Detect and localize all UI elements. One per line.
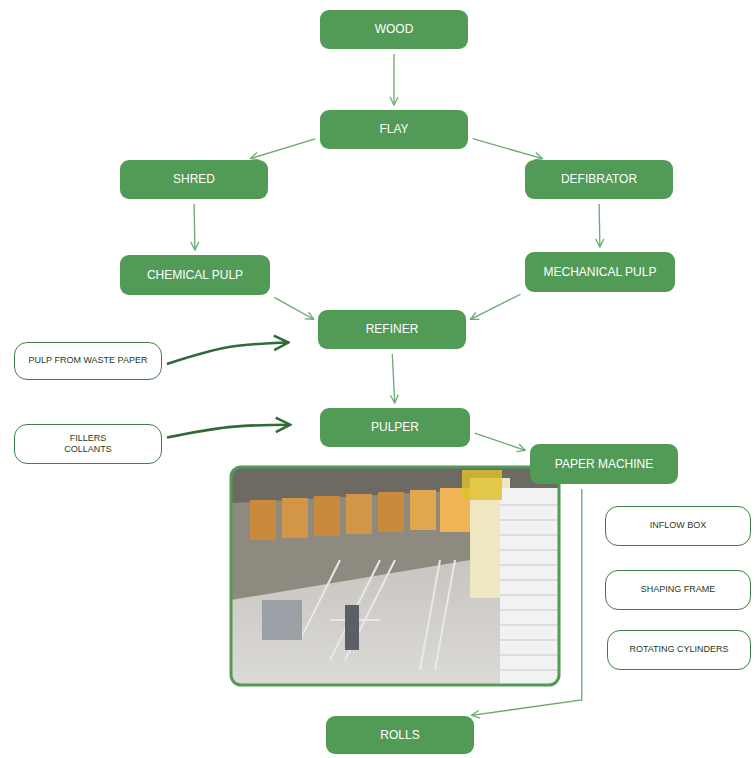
box-label: INFLOW BOX: [650, 520, 707, 531]
machine-body: [231, 490, 470, 600]
panel-stripes: [500, 505, 559, 670]
box-label: MECHANICAL PULP: [544, 265, 657, 280]
box-label: ROLLS: [380, 728, 419, 743]
process-box: DEFIBRATOR: [525, 160, 673, 199]
box-label: PULP FROM WASTE PAPER: [29, 355, 148, 366]
box-label: WOOD: [375, 22, 414, 37]
flow-arrow: [251, 139, 316, 159]
input-box: ROTATING CYLINDERS: [607, 630, 751, 670]
process-box: MECHANICAL PULP: [525, 252, 675, 292]
cylinder: [410, 490, 436, 530]
box-label: FILLERS COLLANTS: [58, 433, 118, 456]
railing: [420, 560, 455, 670]
box-label: PULPER: [371, 420, 419, 435]
cylinder: [250, 500, 276, 540]
post: [345, 605, 359, 650]
box-label: SHAPING FRAME: [641, 584, 716, 595]
cylinder: [314, 496, 340, 536]
input-box: PULP FROM WASTE PAPER: [14, 342, 162, 380]
box-label: ROTATING CYLINDERS: [629, 644, 728, 655]
box-label: SHRED: [173, 172, 215, 187]
yellow-railing: [462, 470, 502, 500]
process-box: WOOD: [320, 10, 468, 49]
input-arrow: [167, 425, 290, 438]
flow-arrow: [193, 204, 195, 250]
photo-frame: [231, 467, 559, 685]
flow-arrow: [393, 54, 394, 105]
input-box: SHAPING FRAME: [605, 570, 751, 610]
stripe: [500, 505, 559, 670]
box-label: DEFIBRATOR: [561, 172, 637, 187]
cylinder: [282, 498, 308, 538]
process-box: CHEMICAL PULP: [120, 255, 270, 295]
box-label: REFINER: [366, 322, 419, 337]
input-box: INFLOW BOX: [605, 506, 751, 546]
flow-arrow: [274, 297, 313, 319]
dryer-cylinders: [250, 488, 470, 540]
box-label: FLAY: [379, 122, 408, 137]
box-label: CHEMICAL PULP: [147, 268, 243, 283]
flow-arrow: [392, 354, 394, 403]
flow-arrow: [472, 489, 582, 715]
cylinder: [378, 492, 404, 532]
cylinder: [346, 494, 372, 534]
input-arrow: [167, 343, 289, 364]
input-box: FILLERS COLLANTS: [14, 424, 162, 464]
process-box: PULPER: [320, 408, 470, 447]
flow-arrow: [473, 139, 543, 159]
process-box: PAPER MACHINE: [530, 444, 678, 484]
process-box: REFINER: [318, 310, 466, 349]
flow-arrow: [598, 204, 600, 247]
flow-arrow: [475, 433, 526, 450]
process-box: SHRED: [120, 160, 268, 199]
process-box: ROLLS: [326, 716, 474, 754]
flow-arrow: [470, 294, 520, 319]
stairs-railing: [300, 560, 455, 670]
box-label: PAPER MACHINE: [555, 457, 653, 472]
railing: [300, 560, 395, 660]
white-panel: [500, 488, 559, 685]
process-box: FLAY: [320, 110, 468, 149]
control-cabinet: [262, 600, 302, 640]
